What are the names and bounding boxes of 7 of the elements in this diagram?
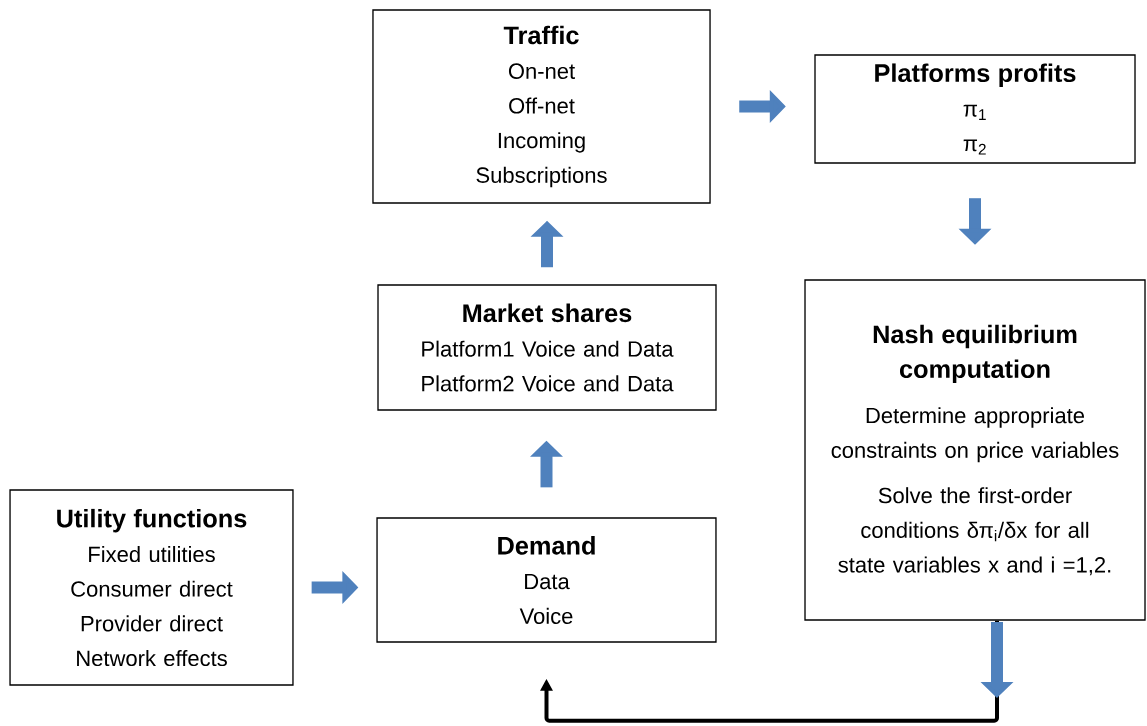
process-box: Demand Data Voice <box>376 517 717 643</box>
process-box: Market shares Platform1 Voice and Data Platform2 Voice and Data <box>377 284 717 411</box>
feedback-arrow <box>540 620 1014 723</box>
process-box: Traffic On-net Off-net Incoming Subscriptions <box>372 9 711 204</box>
process-box: Platforms profits π$_{1}$ π$_{2}$ <box>814 54 1136 164</box>
process-box: Utility functions Fixed utilities Consumer direct Provider direct Network effects <box>9 489 294 686</box>
process-box: Nash equilibrium computation Determine appropriate constraints on price variables Solve the first-order conditions δπ$_{i}$/δx for all state variables x and i =1,2. <box>804 279 1146 621</box>
